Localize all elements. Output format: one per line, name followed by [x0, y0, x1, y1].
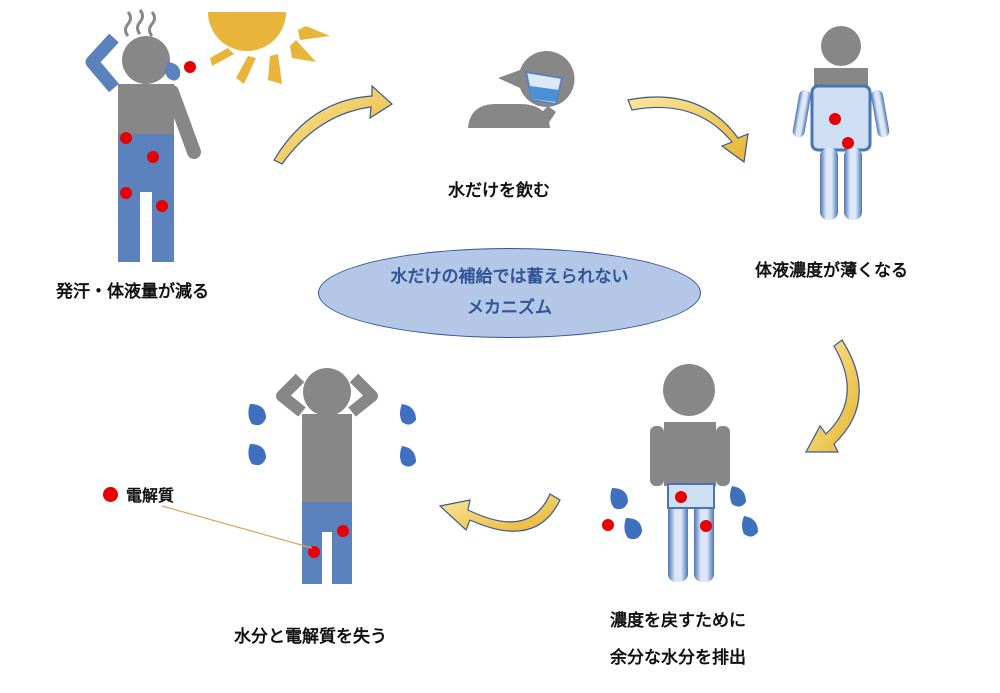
water-drop-icon	[610, 488, 628, 510]
water-drop-icon	[248, 444, 266, 466]
water-drop-icon	[400, 404, 416, 425]
electrolyte-dot	[675, 491, 687, 503]
cycle-arrow	[804, 339, 860, 453]
water-drop-icon	[400, 446, 416, 467]
electrolyte-dot	[337, 525, 349, 537]
electrolyte-dot	[842, 137, 854, 149]
mechanism-title-line2: メカニズム	[467, 298, 552, 318]
cycle-arrow	[273, 84, 393, 165]
electrolyte-dot	[829, 113, 841, 125]
water-drop-icon	[730, 486, 746, 507]
electrolyte-legend-dot	[103, 486, 118, 502]
step-label-excrete-line2: 余分な水分を排出	[610, 648, 746, 668]
step-label-excrete-line1: 濃度を戻すために	[610, 611, 746, 631]
electrolyte-dot	[120, 187, 132, 199]
step-label-diluted: 体液濃度が薄くなる	[755, 261, 908, 281]
exhausted-person-figure	[161, 368, 416, 584]
sweat-drop-icon	[165, 62, 181, 81]
excreting-person-figure	[602, 364, 758, 582]
legend: 電解質	[103, 482, 174, 506]
step-label-drinking: 水だけを飲む	[448, 181, 550, 201]
water-glass-icon	[524, 70, 564, 106]
mechanism-title-line1: 水だけの補給では蓄えられない	[390, 267, 629, 287]
cycle-arrow	[627, 96, 749, 164]
cycle-arrow	[438, 493, 561, 532]
electrolyte-dot	[156, 200, 168, 212]
drinking-person-figure	[468, 51, 575, 128]
heat-wave-icon	[124, 9, 156, 37]
electrolyte-dot	[147, 151, 159, 163]
electrolyte-dot	[308, 546, 320, 558]
legend-label: 電解質	[126, 486, 175, 505]
water-drop-icon	[248, 404, 266, 426]
diluted-person-figure	[792, 26, 890, 220]
mechanism-title: 水だけの補給では蓄えられない メカニズム	[318, 248, 701, 338]
sweating-person-figure	[85, 9, 330, 262]
legend-leader-line	[161, 505, 313, 549]
electrolyte-dot	[184, 61, 196, 73]
step-label-loss: 水分と電解質を失う	[234, 627, 387, 647]
water-drop-icon	[742, 516, 758, 537]
step-label-sweating: 発汗・体液量が減る	[56, 282, 209, 302]
water-drop-icon	[624, 518, 642, 540]
electrolyte-dot	[602, 519, 614, 531]
electrolyte-dot	[700, 520, 712, 532]
electrolyte-dot	[120, 132, 132, 144]
sun-icon	[208, 12, 330, 84]
